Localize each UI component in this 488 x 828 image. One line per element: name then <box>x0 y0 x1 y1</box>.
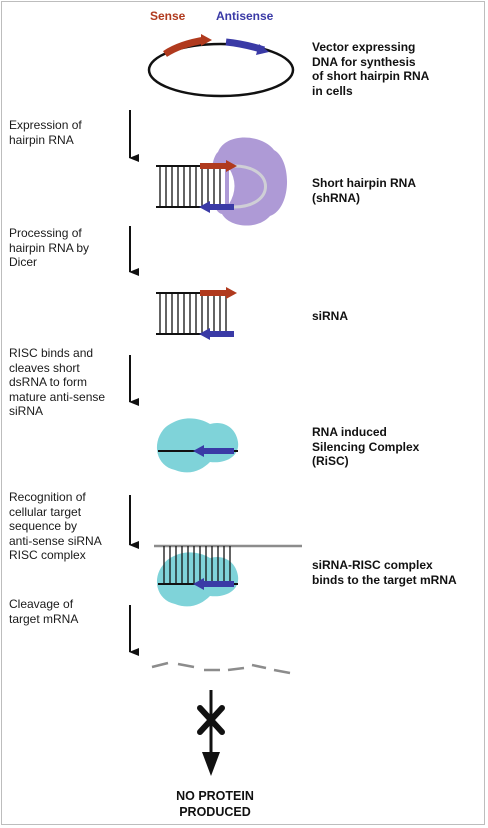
arrow-down-icon <box>202 752 220 776</box>
risc-label: RNA induced Silencing Complex (RiSC) <box>312 425 420 468</box>
sirna-duplex <box>156 287 237 340</box>
step-expression: Expression of hairpin RNA <box>9 118 82 147</box>
risc-mrna-complex <box>154 544 302 607</box>
shrna-label: Short hairpin RNA (shRNA) <box>312 176 416 205</box>
sense-segment <box>163 36 206 57</box>
sirna-risc-label: siRNA-RISC complex binds to the target m… <box>312 558 457 587</box>
sense-label: Sense <box>150 9 186 23</box>
x-icon <box>197 705 225 735</box>
step-risc-binding: RISC binds and cleaves short dsRNA to fo… <box>9 346 106 418</box>
base-pairs <box>159 166 221 207</box>
step-processing: Processing of hairpin RNA by Dicer <box>9 226 90 269</box>
risc-complex <box>156 418 239 473</box>
final-outcome: NO PROTEIN PRODUCED <box>176 789 254 819</box>
vector-label: Vector expressing DNA for synthesis of s… <box>312 40 430 98</box>
blocked-translation <box>197 690 225 776</box>
sirna-label: siRNA <box>312 309 349 323</box>
dicer-enzyme <box>210 137 288 226</box>
hairpin-loop <box>233 164 267 209</box>
cleaved-mrna-fragments <box>151 661 291 675</box>
shrna-dicer <box>156 137 288 226</box>
step-cleavage: Cleavage of target mRNA <box>9 597 79 626</box>
base-pairs <box>163 546 231 584</box>
risc-protein <box>156 418 239 473</box>
risc-protein <box>156 552 239 607</box>
base-pairs <box>159 293 227 334</box>
vector-plasmid <box>147 34 295 98</box>
antisense-label: Antisense <box>216 9 274 23</box>
step-recognition: Recognition of cellular target sequence … <box>9 490 102 562</box>
